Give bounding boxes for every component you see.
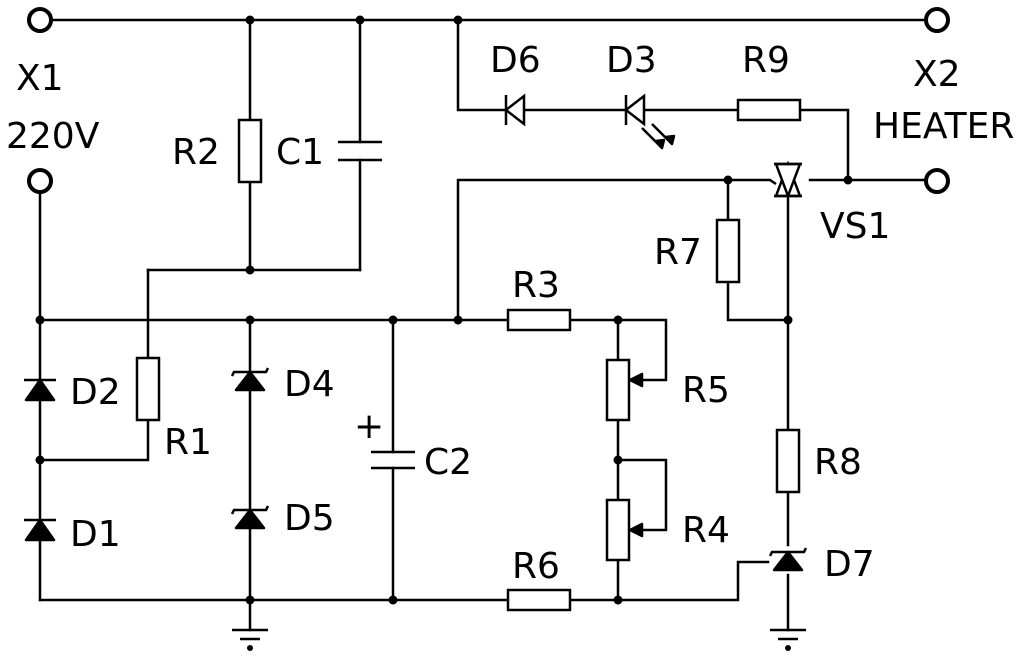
junction-dot [613,595,623,605]
label-x1: X1 [16,58,64,99]
capacitor-c1 [338,140,382,162]
label-d3: D3 [606,40,657,81]
label-r9: R9 [742,40,790,81]
label-c1: C1 [276,132,324,173]
junction-dot [613,315,623,325]
label-r4: R4 [682,510,730,551]
junction-dot [245,265,255,275]
label-r5: R5 [682,370,730,411]
diode-d2 [24,378,56,402]
label-d6: D6 [490,40,541,81]
junction-dot [388,315,398,325]
junction-dot [35,455,45,465]
label-d4: D4 [284,364,335,405]
resistor-r6 [506,588,572,612]
terminal-x1-bottom [27,168,53,194]
label-220v: 220V [6,116,100,157]
junction-dot [723,175,733,185]
label-c2-plus: + [354,406,384,447]
terminal-x2-bottom [924,168,950,194]
label-d7: D7 [824,544,875,585]
potentiometer-r4 [605,498,631,562]
label-r3: R3 [512,265,560,306]
wire-bottom-rail [38,560,770,602]
resistor-r1 [135,356,161,422]
junction-dot [453,315,463,325]
wire-gate [456,178,772,322]
junction-dot [245,315,255,325]
junction-dot [388,595,398,605]
label-c2: C2 [424,442,472,483]
label-vs1: VS1 [820,206,890,247]
label-r1: R1 [164,422,212,463]
wire-r1 [38,268,150,462]
label-heater: HEATER [873,106,1014,147]
ground-symbol-left [232,628,268,651]
junction-dot [245,15,255,25]
wire-r7 [726,178,790,322]
wiper-arrow-r4 [628,522,644,538]
junction-dot [783,315,793,325]
terminal-x1-top [27,7,53,33]
label-d1: D1 [70,514,121,555]
wire-middle-rail [38,318,668,382]
junction-dot [843,175,853,185]
label-r8: R8 [814,442,862,483]
ground-symbol-right [770,628,806,651]
label-r6: R6 [512,546,560,587]
junction-dot [613,455,623,465]
junction-dots [35,15,853,605]
terminal-x2-top [924,7,950,33]
wiper-arrow-r5 [628,372,644,388]
led-d3 [623,93,676,150]
zener-diode-d7 [768,547,808,572]
label-r2: R2 [172,132,220,173]
junction-dot [453,15,463,25]
resistor-r2 [237,118,263,184]
triac-vs1 [769,160,802,200]
label-d2: D2 [70,372,121,413]
resistor-r3 [506,308,572,332]
resistor-r9 [736,98,802,122]
label-r7: R7 [654,232,702,273]
label-d5: D5 [284,498,335,539]
zener-diode-d4 [230,367,270,392]
junction-dot [245,595,255,605]
wire-r4-wiper [616,458,668,532]
diode-d1 [24,518,56,542]
potentiometer-r5 [605,358,631,422]
capacitor-c2 [371,450,415,470]
junction-dot [355,15,365,25]
diode-d6 [503,93,526,127]
label-x2: X2 [913,54,961,95]
resistor-r8 [775,428,801,494]
junction-dot [35,315,45,325]
resistor-r7 [715,218,741,284]
zener-diode-d5 [230,505,270,530]
